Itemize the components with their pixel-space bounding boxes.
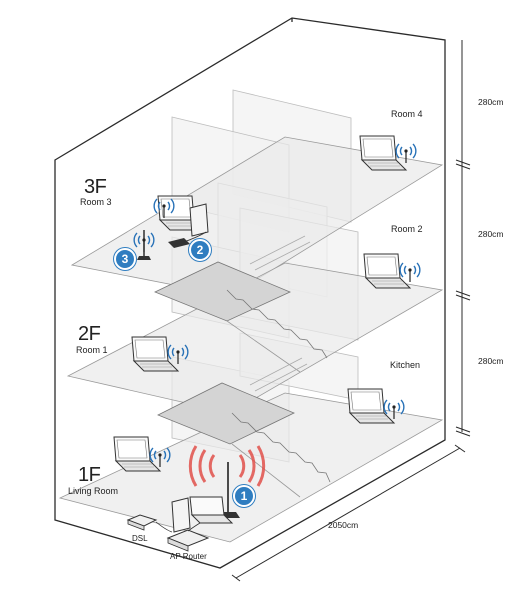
marker-3: 3	[114, 248, 136, 270]
floor-2-room-label: Room 1	[76, 345, 108, 355]
desktop-tower	[171, 497, 191, 533]
laptop-room-2	[363, 253, 421, 289]
floor-height-dimension-3: 280cm	[478, 356, 504, 366]
wireless-adapter	[168, 238, 190, 248]
building-outline	[54, 17, 446, 569]
room-2-label: Room 2	[391, 224, 423, 234]
dsl-label: DSL	[132, 534, 148, 543]
dimension-lines	[231, 40, 471, 582]
floor-height-dimension-1: 280cm	[478, 97, 504, 107]
room-3-tower	[189, 203, 209, 237]
floor-3-room-label: Room 3	[80, 197, 112, 207]
floor-1-room-label: Living Room	[68, 486, 119, 496]
floor-3-label: 3F	[84, 176, 107, 198]
floor-1-label: 1F	[78, 464, 101, 486]
staircases	[154, 235, 331, 498]
marker-1: 1	[233, 485, 255, 507]
floor-slabs	[58, 136, 444, 543]
floor-height-dimension-2: 280cm	[478, 229, 504, 239]
room-4-label: Room 4	[391, 109, 423, 119]
room-3-workstation	[133, 195, 209, 260]
floor-2-label: 2F	[78, 323, 101, 345]
ap-router-label: AP Router	[170, 552, 207, 561]
router-setup	[126, 462, 240, 552]
router-signal-waves	[188, 445, 266, 487]
marker-2: 2	[189, 239, 211, 261]
length-dimension: 2050cm	[328, 520, 359, 530]
kitchen-label: Kitchen	[390, 360, 421, 370]
